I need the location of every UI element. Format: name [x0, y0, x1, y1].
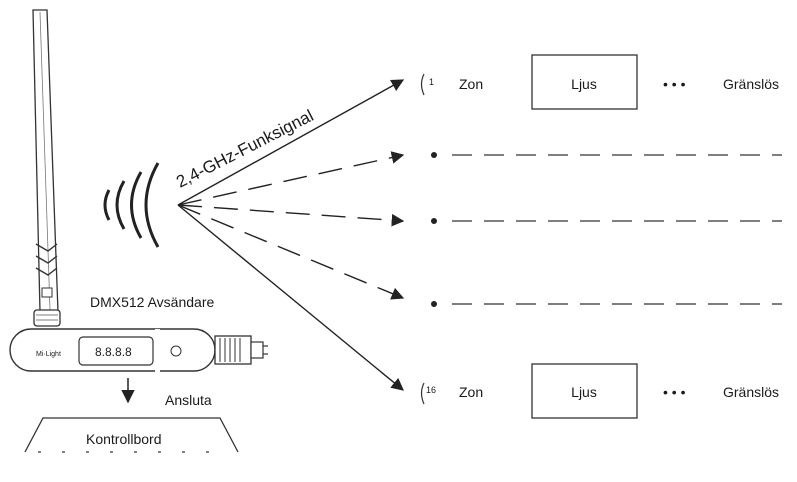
zone-number: 16: [426, 385, 436, 395]
intermediate-zones: [431, 152, 782, 307]
light-box: [531, 54, 638, 110]
zone-row-1: 1 Zon Ljus • • • Gränslös: [420, 54, 779, 110]
zone-number: 1: [429, 77, 434, 87]
device-name-label: DMX512 Avsändare: [90, 294, 214, 310]
light-label: Ljus: [571, 384, 597, 400]
dmx-transmitter: Mi·Light 8.8.8.8: [9, 328, 268, 376]
ellipsis-dots: • • •: [663, 76, 686, 92]
ellipsis-dots: • • •: [663, 384, 686, 400]
signal-ray: [177, 204, 405, 227]
control-console: [24, 417, 239, 453]
signal-ray: [177, 204, 405, 300]
status-led: [170, 345, 182, 357]
zone-row-16: 16 Zon Ljus • • • Gränslös: [420, 363, 779, 419]
zone-label: Zon: [459, 76, 483, 92]
light-box: [531, 363, 638, 419]
display-readout: 8.8.8.8: [95, 345, 132, 359]
signal-ray-zone-1: [177, 79, 405, 206]
unlimited-label: Gränslös: [723, 384, 779, 400]
zone-label: Zon: [459, 384, 483, 400]
signal-ray-zone-16: [177, 204, 404, 391]
antenna: [32, 9, 61, 327]
unlimited-label: Gränslös: [723, 76, 779, 92]
light-label: Ljus: [571, 76, 597, 92]
console-label: Kontrollbord: [86, 431, 162, 447]
display-screen: [78, 336, 154, 366]
signal-ray: [177, 151, 405, 206]
connect-label: Ansluta: [165, 392, 212, 408]
signal-waves-icon: [103, 162, 160, 248]
brand-logo: Mi·Light: [36, 351, 61, 358]
